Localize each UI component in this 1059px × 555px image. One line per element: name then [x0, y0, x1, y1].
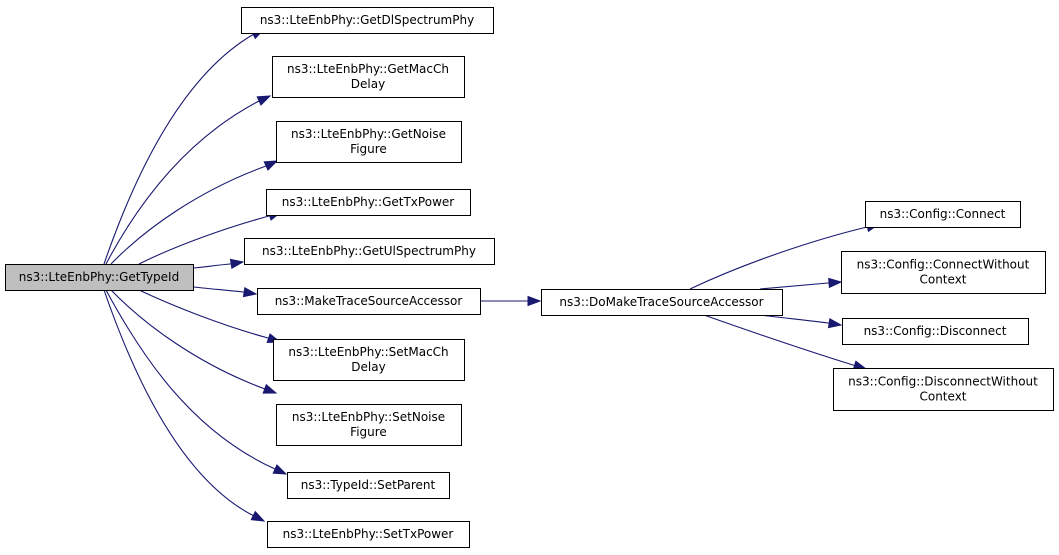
node-box: [272, 56, 465, 98]
node-label-line: ns3::LteEnbPhy::SetNoise: [292, 410, 445, 424]
node-getulspec[interactable]: ns3::LteEnbPhy::GetUlSpectrumPhy: [244, 238, 495, 265]
node-box: [257, 288, 481, 315]
node-box: [833, 368, 1054, 411]
arrowhead: [263, 160, 279, 171]
node-box: [244, 238, 495, 265]
node-label-line: Delay: [351, 360, 385, 374]
node-label-line: ns3::Config::DisconnectWithout: [848, 375, 1038, 389]
edge-root-to-getdlspec: [103, 28, 266, 265]
node-setparent[interactable]: ns3::TypeId::SetParent: [287, 472, 450, 499]
edge-line: [689, 226, 868, 290]
edge-line: [193, 286, 244, 293]
edge-domaketrace-to-disconnect: [759, 314, 843, 329]
node-maketrace[interactable]: ns3::MakeTraceSourceAccessor: [257, 288, 481, 315]
edge-line: [138, 289, 269, 339]
edge-root-to-settxpower: [103, 289, 266, 522]
edge-domaketrace-to-disconnectwithout: [703, 314, 868, 371]
node-label-line: ns3::LteEnbPhy::GetDlSpectrumPhy: [260, 13, 474, 27]
edge-line: [110, 165, 267, 265]
node-box: [266, 189, 471, 216]
edge-line: [103, 33, 255, 265]
node-box: [842, 318, 1029, 345]
node-box: [276, 404, 462, 446]
arrowhead: [229, 258, 245, 270]
node-gettxpower[interactable]: ns3::LteEnbPhy::GetTxPower: [266, 189, 471, 216]
edge-line: [759, 314, 829, 324]
node-box: [287, 472, 450, 499]
arrowhead: [828, 277, 843, 289]
edge-maketrace-to-domaketrace: [480, 295, 542, 307]
edge-line: [103, 289, 255, 517]
arrowhead: [827, 317, 843, 329]
node-box: [267, 521, 470, 548]
edge-root-to-getmacch: [105, 95, 272, 265]
edge-line: [759, 282, 829, 290]
edge-root-to-setnoise: [110, 289, 278, 394]
edge-line: [110, 289, 266, 390]
node-label-line: ns3::LteEnbPhy::GetMacCh: [287, 62, 449, 76]
node-box: [276, 121, 462, 163]
node-box: [841, 251, 1046, 294]
node-label-line: Figure: [350, 425, 387, 439]
node-box: [273, 339, 465, 381]
arrowhead: [256, 95, 272, 106]
node-domaketrace[interactable]: ns3::DoMakeTraceSourceAccessor: [541, 289, 783, 316]
nodes-layer: ns3::LteEnbPhy::GetTypeIdns3::LteEnbPhy:…: [5, 7, 1054, 548]
node-label-line: Context: [919, 390, 966, 404]
edge-line: [703, 314, 854, 366]
node-label-line: Delay: [351, 77, 385, 91]
node-box: [541, 289, 783, 316]
edge-line: [138, 215, 270, 265]
node-label-line: ns3::Config::Connect: [880, 207, 1006, 221]
node-label-line: Context: [919, 273, 966, 287]
node-box: [5, 264, 194, 291]
edge-line: [105, 100, 260, 265]
arrowhead: [262, 383, 278, 394]
node-label-line: ns3::LteEnbPhy::SetTxPower: [283, 527, 454, 541]
node-label-line: ns3::LteEnbPhy::GetNoise: [291, 127, 446, 141]
node-label-line: ns3::LteEnbPhy::GetUlSpectrumPhy: [262, 244, 476, 258]
node-label-line: ns3::TypeId::SetParent: [301, 478, 436, 492]
node-label-line: ns3::Config::Disconnect: [864, 324, 1007, 338]
node-label-line: ns3::Config::ConnectWithout: [857, 258, 1030, 272]
node-label-line: ns3::LteEnbPhy::GetTypeId: [19, 270, 179, 284]
edge-root-to-maketrace: [193, 286, 258, 298]
node-settxpower[interactable]: ns3::LteEnbPhy::SetTxPower: [267, 521, 470, 548]
node-disconnect[interactable]: ns3::Config::Disconnect: [842, 318, 1029, 345]
node-box: [241, 7, 494, 34]
node-label-line: Figure: [350, 142, 387, 156]
edge-root-to-getnoise: [110, 160, 279, 265]
edge-root-to-getulspec: [193, 258, 245, 270]
edge-domaketrace-to-connectwithout: [759, 277, 843, 290]
arrowhead: [242, 286, 258, 298]
edge-line: [105, 289, 276, 470]
edges-layer: [103, 28, 881, 522]
node-getdlspec[interactable]: ns3::LteEnbPhy::GetDlSpectrumPhy: [241, 7, 494, 34]
arrowhead: [527, 295, 542, 307]
node-label-line: ns3::LteEnbPhy::GetTxPower: [282, 195, 454, 209]
node-label-line: ns3::LteEnbPhy::SetMacCh: [288, 345, 448, 359]
arrowhead: [250, 510, 266, 522]
node-connect[interactable]: ns3::Config::Connect: [865, 201, 1021, 228]
edge-line: [193, 263, 231, 269]
node-root[interactable]: ns3::LteEnbPhy::GetTypeId: [5, 264, 194, 291]
node-box: [865, 201, 1021, 228]
arrowhead: [272, 464, 288, 475]
edge-root-to-setparent: [105, 289, 288, 475]
node-label-line: ns3::MakeTraceSourceAccessor: [275, 294, 463, 308]
node-label-line: ns3::DoMakeTraceSourceAccessor: [559, 295, 763, 309]
